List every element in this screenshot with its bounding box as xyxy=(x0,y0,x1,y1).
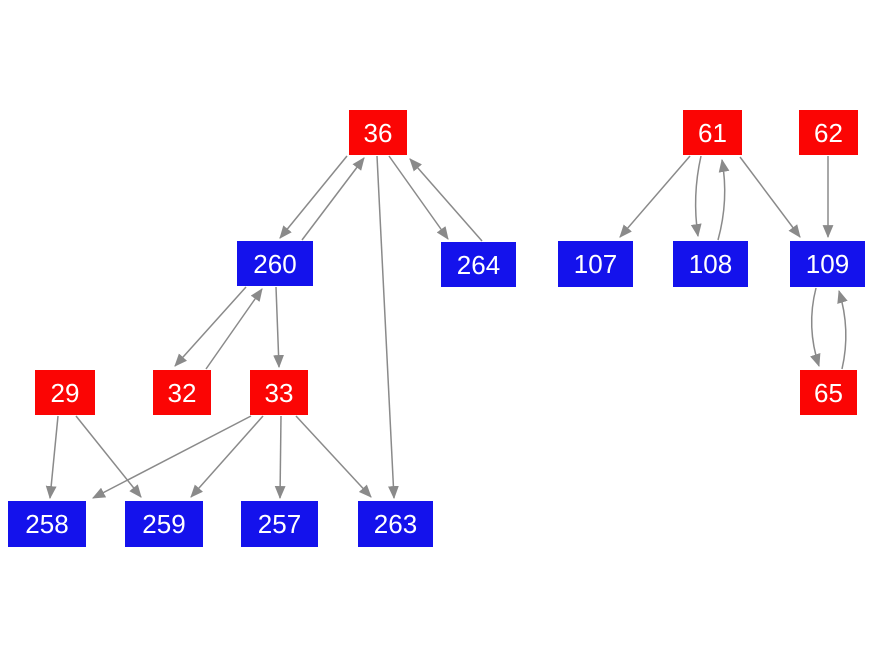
edge-61-108 xyxy=(690,155,702,238)
edge-260-33 xyxy=(273,286,284,369)
edge-260-36 xyxy=(301,157,365,241)
edge-36-264 xyxy=(388,155,449,240)
edge-29-259 xyxy=(75,415,142,498)
graph-node-263[interactable]: 263 xyxy=(358,501,433,547)
edge-260-32 xyxy=(174,286,247,367)
edge-109-65 xyxy=(810,287,821,368)
graph-node-107[interactable]: 107 xyxy=(558,241,633,287)
edge-264-36 xyxy=(409,158,483,242)
edge-33-258 xyxy=(92,415,252,499)
edge-61-107 xyxy=(619,155,691,238)
edge-32-260 xyxy=(205,288,263,370)
graph-node-259[interactable]: 259 xyxy=(125,501,203,547)
graph-node-32[interactable]: 32 xyxy=(153,370,211,415)
graph-node-257[interactable]: 257 xyxy=(241,501,318,547)
graph-node-62[interactable]: 62 xyxy=(799,110,858,155)
graph-node-29[interactable]: 29 xyxy=(35,370,95,415)
graph-node-260[interactable]: 260 xyxy=(237,241,313,286)
edge-33-263 xyxy=(295,415,372,498)
edge-36-263 xyxy=(376,155,399,500)
graph-node-65[interactable]: 65 xyxy=(800,370,857,415)
graph-node-36[interactable]: 36 xyxy=(349,110,407,155)
graph-node-33[interactable]: 33 xyxy=(250,370,308,415)
edge-61-109 xyxy=(739,156,801,238)
graph-node-61[interactable]: 61 xyxy=(683,110,742,155)
edge-33-259 xyxy=(190,415,264,498)
graph-node-109[interactable]: 109 xyxy=(790,241,865,287)
edge-33-257 xyxy=(274,415,286,500)
edge-65-109 xyxy=(837,289,848,370)
edge-29-258 xyxy=(45,415,59,500)
edge-36-260 xyxy=(279,155,348,239)
graph-node-258[interactable]: 258 xyxy=(8,501,86,547)
graph-node-108[interactable]: 108 xyxy=(673,241,748,287)
edge-108-61 xyxy=(717,158,730,241)
graph-node-264[interactable]: 264 xyxy=(441,242,516,287)
